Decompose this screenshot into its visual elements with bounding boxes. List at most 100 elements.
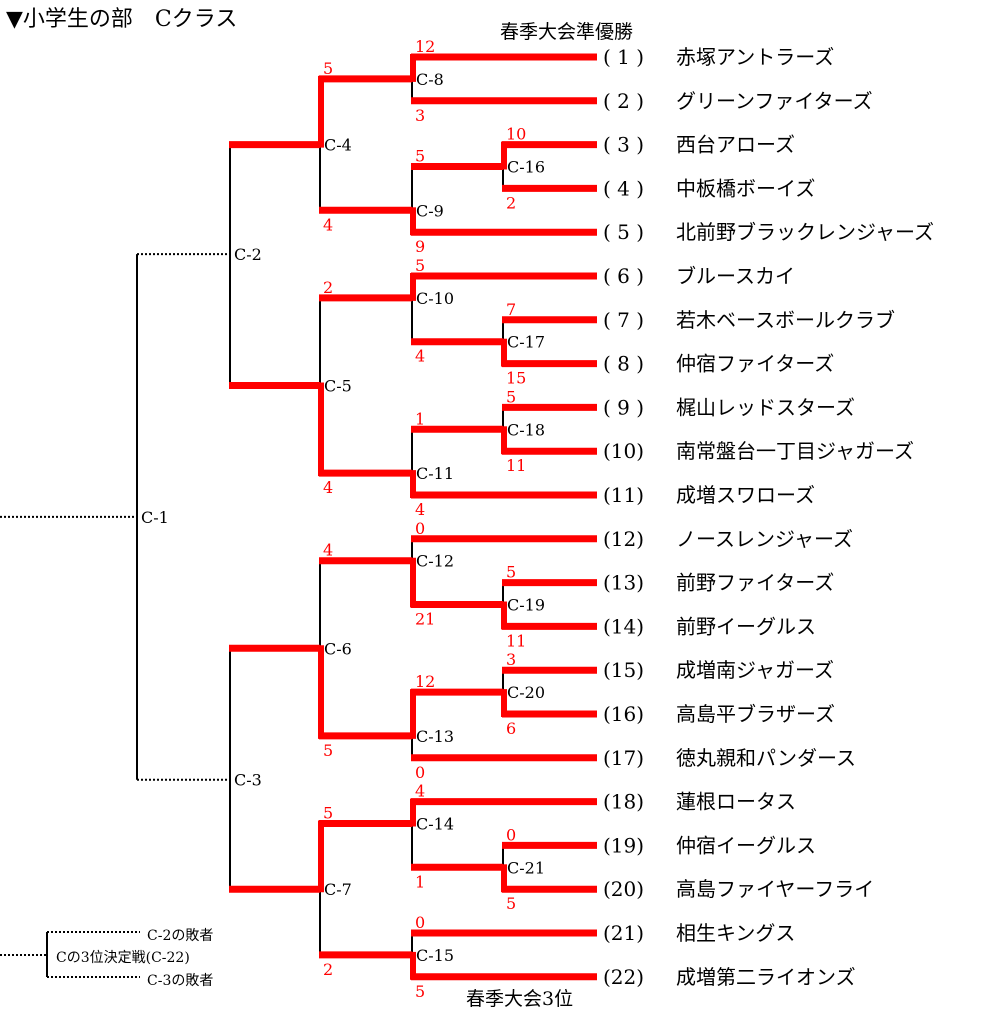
third-place-bottom-label: C-3の敗者 (147, 973, 213, 989)
score: 2 (506, 193, 516, 212)
team-name: 仲宿イーグルス (676, 833, 816, 857)
match-label: C-13 (416, 727, 454, 746)
team-number: (22) (603, 965, 644, 989)
team-number: (11) (603, 483, 644, 507)
team-name: 仲宿ファイターズ (676, 352, 834, 376)
team-number: (15) (603, 658, 644, 682)
team-name: ノースレンジャーズ (676, 527, 853, 551)
score: 9 (415, 237, 425, 256)
score: 10 (506, 125, 526, 144)
third-place-match: C-2の敗者 Cの3位決定戦(C-22) C-3の敗者 (0, 928, 213, 989)
runner-up-note: 春季大会準優勝 (500, 21, 633, 43)
team-name: 高島平ブラザーズ (676, 702, 835, 726)
team-number: ( 1 ) (603, 45, 644, 69)
third-place-note: 春季大会3位 (466, 988, 573, 1010)
match-label: C-11 (416, 464, 454, 483)
match-label: C-5 (324, 377, 352, 396)
score: 4 (415, 500, 425, 519)
score: 12 (415, 37, 435, 56)
match-label: C-19 (507, 596, 545, 615)
team-number: (10) (603, 439, 644, 463)
score: 7 (506, 300, 516, 319)
team-name: 南常盤台一丁目ジャガーズ (676, 439, 914, 463)
team-name: 前野イーグルス (676, 614, 816, 638)
match-label: C-15 (416, 946, 454, 965)
team-name: 梶山レッドスターズ (676, 395, 855, 419)
match-label: C-12 (416, 552, 454, 571)
match-label: C-2 (234, 245, 262, 264)
team-number: ( 4 ) (603, 176, 644, 200)
match-label: C-16 (507, 158, 545, 177)
score: 11 (506, 631, 526, 650)
team-name: 蓮根ロータス (676, 790, 796, 814)
team-number: (13) (603, 571, 644, 595)
team-name: 赤塚アントラーズ (676, 45, 834, 69)
score: 0 (415, 519, 425, 538)
score: 1 (415, 409, 425, 428)
score: 5 (506, 563, 516, 582)
team-name: 成増南ジャガーズ (676, 658, 834, 682)
team-name: 徳丸親和パンダース (676, 746, 856, 770)
match-label: C-6 (324, 639, 352, 658)
team-name: 高島ファイヤーフライ (676, 877, 874, 901)
team-number: (20) (603, 877, 644, 901)
match-label: C-3 (234, 771, 262, 790)
team-name: 成増第二ライオンズ (676, 965, 856, 989)
match-label: C-17 (507, 333, 545, 352)
match-label: C-10 (416, 289, 454, 308)
score: 5 (323, 804, 333, 823)
team-name: 若木ベースボールクラブ (676, 308, 895, 332)
match-label: C-8 (416, 70, 444, 89)
score: 5 (415, 256, 425, 275)
team-number: ( 2 ) (603, 89, 644, 113)
score: 5 (323, 59, 333, 78)
score: 4 (323, 215, 333, 234)
team-number: (12) (603, 527, 644, 551)
score: 5 (415, 147, 425, 166)
team-name: 相生キングス (676, 921, 795, 945)
score: 4 (415, 347, 425, 366)
team-number: ( 5 ) (603, 220, 644, 244)
score: 0 (506, 825, 516, 844)
score: 6 (506, 719, 516, 738)
team-name: 成増スワローズ (676, 483, 815, 507)
score: 4 (323, 541, 333, 560)
score: 12 (415, 672, 435, 691)
team-number: ( 9 ) (603, 395, 644, 419)
team-name: 中板橋ボーイズ (676, 176, 815, 200)
team-number: (16) (603, 702, 644, 726)
team-number: (19) (603, 833, 644, 857)
team-number: ( 3 ) (603, 133, 644, 157)
score: 5 (506, 387, 516, 406)
score: 5 (415, 982, 425, 1001)
team-number: (21) (603, 921, 644, 945)
match-label: C-18 (507, 420, 545, 439)
match-label: C-7 (324, 880, 352, 899)
team-number: (18) (603, 790, 644, 814)
team-number: (14) (603, 614, 644, 638)
third-place-top-label: C-2の敗者 (147, 928, 213, 944)
page-title: ▼小学生の部 Cクラス (6, 7, 237, 32)
score: 3 (506, 650, 516, 669)
score: 11 (506, 456, 526, 475)
team-name: ブルースカイ (676, 264, 795, 288)
score: 0 (415, 913, 425, 932)
team-number: ( 8 ) (603, 352, 644, 376)
bracket-lines (0, 53, 597, 981)
score: 3 (415, 106, 425, 125)
score: 5 (506, 894, 516, 913)
team-name: グリーンファイターズ (676, 89, 873, 113)
match-label: C-9 (416, 201, 444, 220)
score: 0 (415, 763, 425, 782)
match-label: C-21 (507, 858, 545, 877)
team-name: 前野ファイターズ (676, 571, 834, 595)
score: 2 (323, 960, 333, 979)
score: 15 (506, 369, 526, 388)
match-label: C-14 (416, 815, 454, 834)
score: 21 (415, 610, 435, 629)
score: 4 (415, 782, 425, 801)
team-number: ( 7 ) (603, 308, 644, 332)
team-name: 西台アローズ (676, 133, 795, 157)
team-number: ( 6 ) (603, 264, 644, 288)
